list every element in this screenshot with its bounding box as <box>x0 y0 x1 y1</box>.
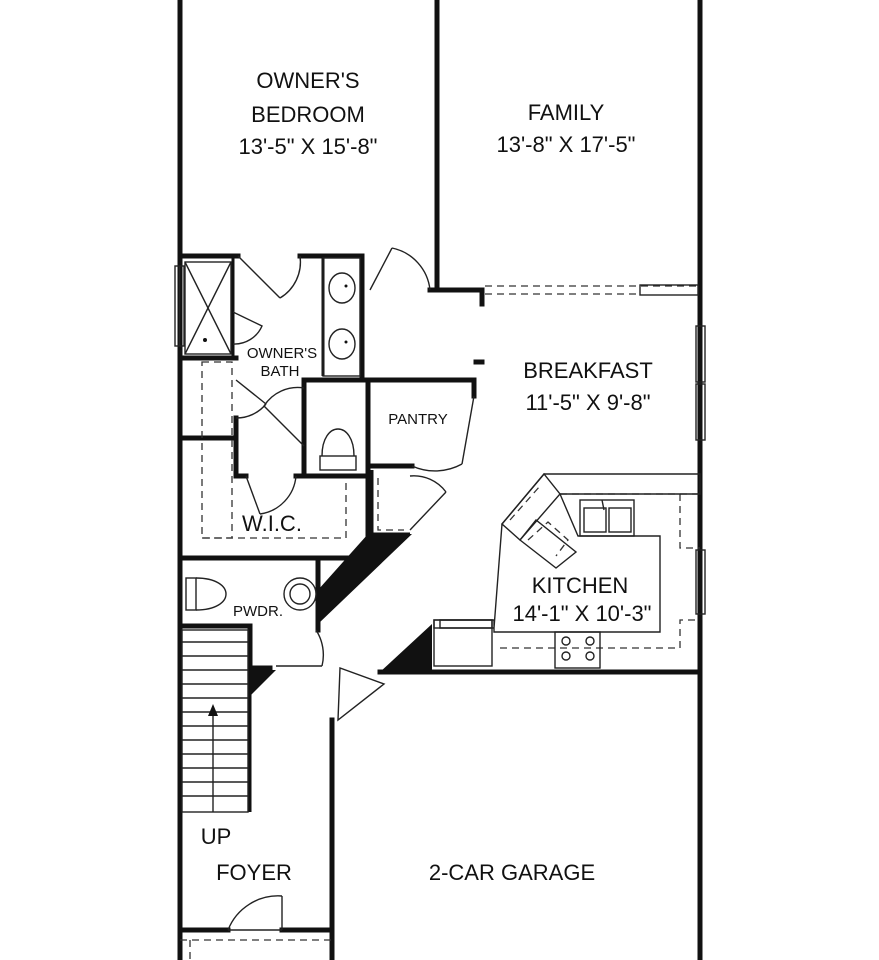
stair-up-arrow-icon <box>208 704 218 716</box>
pantry-name: PANTRY <box>388 411 447 428</box>
stair-treads <box>182 641 248 797</box>
kitchen-name: KITCHEN <box>532 573 629 598</box>
owners-bedroom-dims: 13'-5" X 15'-8" <box>239 134 378 159</box>
family-name: FAMILY <box>528 100 605 125</box>
kitchen-dims: 14'-1" X 10'-3" <box>513 601 652 626</box>
windows <box>174 265 706 615</box>
structural-fills <box>250 534 432 696</box>
owners-bedroom-name-2: BEDROOM <box>251 102 365 127</box>
stairs <box>181 629 249 813</box>
garage-name: 2-CAR GARAGE <box>429 860 595 885</box>
breakfast-name: BREAKFAST <box>523 358 653 383</box>
dashed-outlines <box>201 361 700 649</box>
kitchen-fixtures <box>433 472 701 669</box>
room-labels: OWNER'S BEDROOM 13'-5" X 15'-8" FAMILY 1… <box>201 68 653 885</box>
owners-bath-name-1: OWNER'S <box>247 345 317 362</box>
doors <box>227 247 475 931</box>
owners-bath-name-2: BATH <box>261 363 300 380</box>
porch <box>180 939 332 960</box>
bath-fixtures <box>184 257 361 611</box>
wic-name: W.I.C. <box>242 511 302 536</box>
foyer-name: FOYER <box>216 860 292 885</box>
powder-name: PWDR. <box>233 603 283 620</box>
stairs-up-label: UP <box>201 824 232 849</box>
family-dims: 13'-8" X 17'-5" <box>497 132 636 157</box>
breakfast-dims: 11'-5" X 9'-8" <box>525 390 650 415</box>
owners-bedroom-name-1: OWNER'S <box>256 68 359 93</box>
